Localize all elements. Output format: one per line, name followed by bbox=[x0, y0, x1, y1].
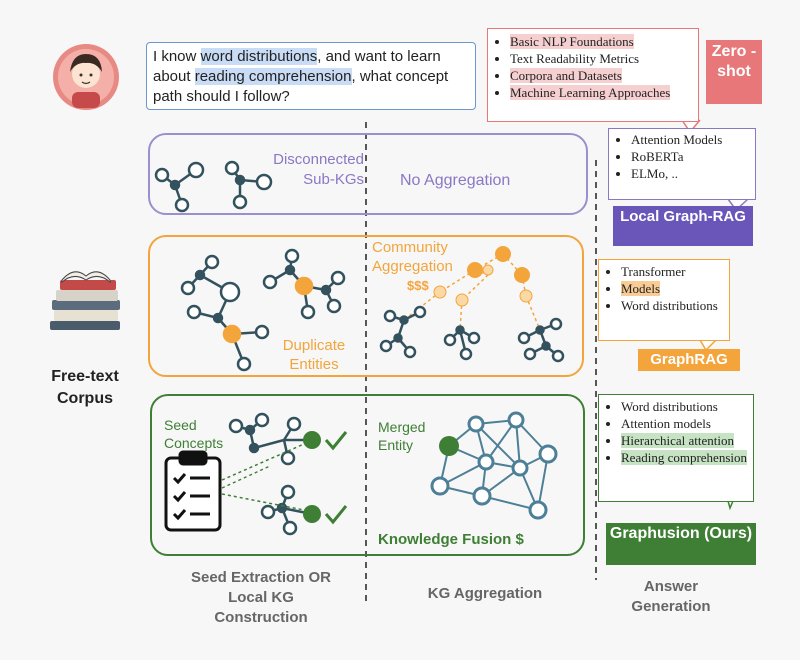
local-rag-item: ELMo, .. bbox=[631, 165, 751, 182]
graphusion-tag: Graphusion (Ours) bbox=[606, 523, 756, 565]
zero-shot-item: Corpora and Datasets bbox=[510, 67, 694, 84]
question-text-1: I know bbox=[153, 48, 201, 65]
graphusion-item: Reading comprehension bbox=[621, 449, 749, 466]
column-label-answer-generation: Answer Generation bbox=[631, 578, 711, 615]
merged-entity-network bbox=[430, 411, 558, 520]
graphrag-answer-box: Transformer Models Word distributions bbox=[598, 259, 730, 341]
row2-box bbox=[148, 235, 584, 377]
local-rag-tag: Local Graph-RAG bbox=[613, 206, 753, 246]
graphrag-item: Word distributions bbox=[621, 297, 725, 314]
zero-shot-item: Basic NLP Foundations bbox=[510, 33, 694, 50]
row1-box bbox=[148, 133, 588, 215]
seed-concepts-label: Seed Concepts bbox=[164, 417, 224, 451]
row3-seed-graphs bbox=[221, 412, 348, 536]
cost-label: $$$ bbox=[407, 278, 429, 293]
question-bubble: I know word distributions, and want to l… bbox=[146, 42, 476, 110]
clipboard-icon bbox=[164, 450, 222, 532]
graphrag-tag: GraphRAG bbox=[638, 349, 740, 371]
graphusion-item: Word distributions bbox=[621, 398, 749, 415]
community-hierarchy bbox=[379, 246, 565, 363]
zero-shot-item: Machine Learning Approaches bbox=[510, 84, 694, 101]
disconnected-subkgs-label: Disconnected Sub-KGs bbox=[273, 151, 364, 188]
graphrag-item: Models bbox=[621, 280, 725, 297]
duplicate-entities-label: Duplicate Entities bbox=[282, 337, 346, 373]
row1-subgraphs bbox=[154, 160, 273, 213]
no-aggregation-label: No Aggregation bbox=[400, 172, 511, 189]
column-label-seed-extraction: Seed Extraction OR Local KG Construction bbox=[190, 569, 332, 626]
graphusion-answer-box: Word distributions Attention models Hier… bbox=[598, 394, 754, 502]
local-rag-item: RoBERTa bbox=[631, 148, 751, 165]
community-aggregation-label: Community Aggregation bbox=[372, 239, 453, 275]
question-highlight-2: reading comprehension bbox=[194, 68, 352, 85]
row3-box bbox=[150, 394, 585, 556]
row2-left-graphs bbox=[180, 248, 346, 372]
graphrag-item: Transformer bbox=[621, 263, 725, 280]
column-label-kg-aggregation: KG Aggregation bbox=[427, 585, 543, 602]
user-avatar-icon bbox=[53, 44, 119, 110]
zero-shot-answer-box: Basic NLP Foundations Text Readability M… bbox=[487, 28, 699, 122]
question-text-3: , what concept path should I follow? bbox=[153, 68, 449, 105]
corpus-label: Free-text Corpus bbox=[51, 368, 119, 407]
question-highlight-1: word distributions bbox=[200, 48, 318, 65]
graphusion-item: Attention models bbox=[621, 415, 749, 432]
local-rag-answer-box: Attention Models RoBERTa ELMo, .. bbox=[608, 128, 756, 200]
graphusion-item: Hierarchical attention bbox=[621, 432, 749, 449]
books-icon bbox=[50, 271, 120, 330]
knowledge-fusion-label: Knowledge Fusion $ bbox=[378, 531, 524, 548]
zero-shot-tag: Zero - shot bbox=[706, 40, 762, 104]
zero-shot-item: Text Readability Metrics bbox=[510, 50, 694, 67]
question-text-2: , and want to learn about bbox=[153, 48, 441, 85]
merged-entity-label: Merged Entity bbox=[378, 419, 426, 453]
local-rag-item: Attention Models bbox=[631, 131, 751, 148]
